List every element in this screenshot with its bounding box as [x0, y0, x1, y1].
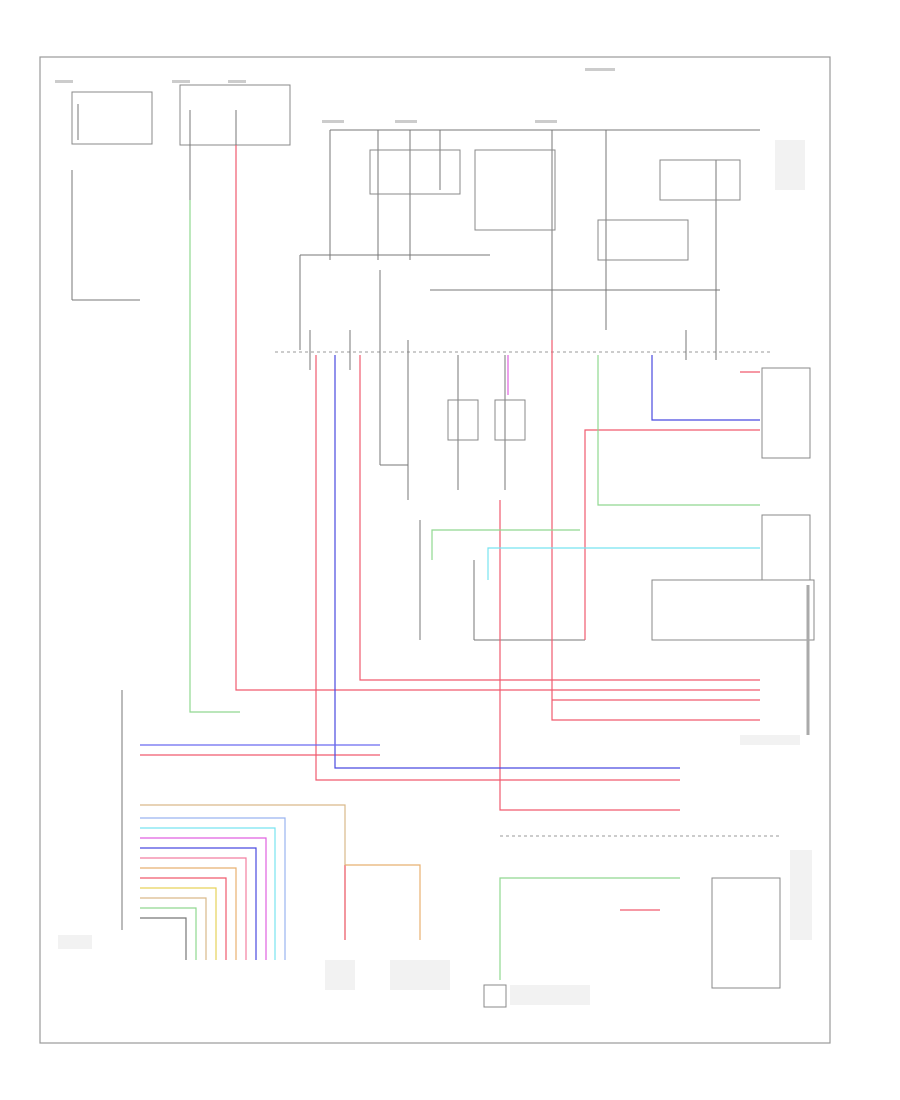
wire-green-1	[189, 200, 240, 713]
wires-green	[189, 200, 760, 980]
wires-red	[140, 145, 760, 911]
fuse-box-center-left	[179, 84, 291, 146]
wire-red-3	[315, 355, 680, 781]
wire-red-6	[499, 500, 680, 811]
small-labels	[55, 68, 812, 1005]
wire-red-1	[235, 145, 760, 691]
wire-cyan-1	[487, 547, 760, 580]
wire-green-3	[431, 529, 580, 560]
switch-box-2	[494, 399, 526, 441]
wire-green-4	[499, 877, 680, 980]
wire-blue-2	[651, 355, 760, 421]
bottom-right-components	[483, 835, 781, 1008]
connector-stubs	[309, 270, 717, 500]
wires-cyan	[487, 547, 760, 580]
wire-red-4	[584, 429, 760, 640]
diagram-frame	[39, 56, 831, 1044]
relay-box-right	[597, 219, 689, 261]
wires-blue	[140, 355, 760, 769]
relay-box-main	[474, 149, 556, 231]
top-fuse-section	[71, 84, 760, 350]
headlamp-box-lower	[761, 514, 811, 581]
middle-components	[419, 367, 815, 735]
sensor-box	[483, 984, 507, 1008]
left-front-combination-box	[651, 579, 815, 641]
wire-blue-1	[334, 355, 680, 769]
bottom-left-wires	[121, 690, 421, 960]
headlamp-box-upper	[761, 367, 811, 459]
wire-green-2	[597, 355, 760, 506]
relay-box-center	[369, 149, 461, 195]
switch-box-1	[447, 399, 479, 441]
wire-red-5	[551, 340, 760, 721]
wire-red-2	[359, 355, 760, 681]
relay-box-right-upper	[659, 159, 741, 201]
fuse-box-left	[71, 91, 153, 145]
module-box-lower-right	[711, 877, 781, 989]
